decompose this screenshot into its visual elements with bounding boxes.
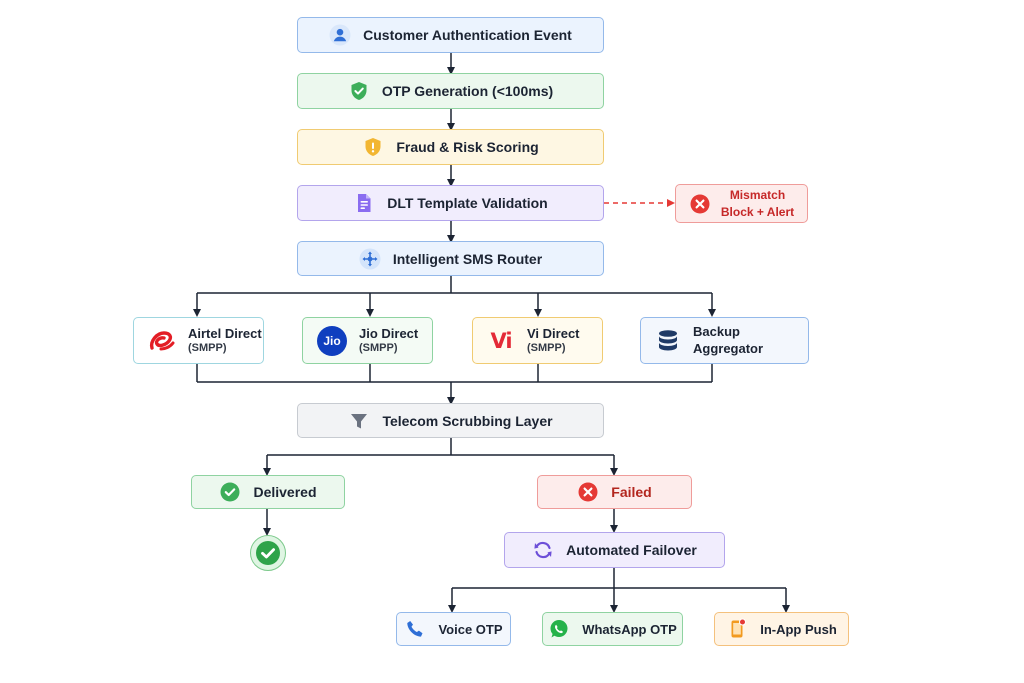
shield-alert-icon bbox=[362, 136, 384, 158]
user-icon bbox=[329, 24, 351, 46]
refresh-icon bbox=[532, 539, 554, 561]
node-sms-router: Intelligent SMS Router bbox=[297, 241, 604, 276]
funnel-icon bbox=[348, 410, 370, 432]
shield-check-icon bbox=[348, 80, 370, 102]
jio-logo-icon: Jio bbox=[317, 325, 347, 356]
carrier-name: Vi Direct bbox=[527, 325, 580, 341]
node-label: Voice OTP bbox=[438, 621, 503, 637]
mobile-notification-icon bbox=[726, 618, 748, 640]
carrier-protocol: (SMPP) bbox=[527, 341, 566, 354]
check-circle-icon bbox=[219, 481, 241, 503]
node-delivered: Delivered bbox=[191, 475, 345, 509]
node-backup-aggregator: Backup Aggregator bbox=[640, 317, 809, 364]
node-voice-otp: Voice OTP bbox=[396, 612, 511, 646]
carrier-protocol: (SMPP) bbox=[188, 341, 227, 354]
node-failed: Failed bbox=[537, 475, 692, 509]
router-network-icon bbox=[359, 248, 381, 270]
success-check-icon bbox=[250, 535, 286, 571]
node-label: In-App Push bbox=[760, 621, 837, 637]
vi-logo-icon: Vi bbox=[490, 328, 512, 353]
node-telecom-scrubbing: Telecom Scrubbing Layer bbox=[297, 403, 604, 438]
node-carrier-airtel: Airtel Direct (SMPP) bbox=[133, 317, 264, 364]
node-label: Delivered bbox=[253, 484, 317, 500]
node-label: Automated Failover bbox=[566, 542, 697, 558]
phone-icon bbox=[404, 618, 426, 640]
carrier-name: Airtel Direct bbox=[188, 325, 262, 341]
node-label: OTP Generation (<100ms) bbox=[381, 83, 554, 99]
mismatch-line-1: Mismatch bbox=[729, 188, 786, 203]
error-x-icon bbox=[577, 481, 599, 503]
carrier-name: Backup Aggregator bbox=[693, 324, 764, 356]
node-carrier-jio: Jio Jio Direct (SMPP) bbox=[302, 317, 433, 364]
node-label: WhatsApp OTP bbox=[582, 621, 677, 637]
node-fraud-risk: Fraud & Risk Scoring bbox=[297, 129, 604, 165]
error-x-icon bbox=[689, 193, 711, 215]
node-automated-failover: Automated Failover bbox=[504, 532, 725, 568]
node-label: Intelligent SMS Router bbox=[392, 250, 543, 267]
node-label: Telecom Scrubbing Layer bbox=[382, 412, 553, 429]
node-dlt-validation: DLT Template Validation bbox=[297, 185, 604, 221]
carrier-protocol: (SMPP) bbox=[359, 341, 398, 354]
node-carrier-vi: Vi Vi Direct (SMPP) bbox=[472, 317, 603, 364]
node-label: DLT Template Validation bbox=[387, 195, 548, 211]
node-whatsapp-otp: WhatsApp OTP bbox=[542, 612, 683, 646]
node-label: Customer Authentication Event bbox=[363, 27, 572, 43]
node-mismatch-alert: Mismatch Block + Alert bbox=[675, 184, 808, 223]
node-label: Failed bbox=[611, 484, 652, 500]
node-label: Fraud & Risk Scoring bbox=[396, 139, 539, 155]
node-customer-auth: Customer Authentication Event bbox=[297, 17, 604, 53]
carrier-name: Jio Direct bbox=[359, 325, 419, 341]
database-icon bbox=[655, 328, 681, 354]
node-in-app-push: In-App Push bbox=[714, 612, 849, 646]
document-icon bbox=[353, 192, 375, 214]
mismatch-line-2: Block + Alert bbox=[720, 204, 795, 219]
node-otp-generation: OTP Generation (<100ms) bbox=[297, 73, 604, 109]
airtel-logo-icon bbox=[148, 327, 176, 355]
whatsapp-icon bbox=[548, 618, 570, 640]
